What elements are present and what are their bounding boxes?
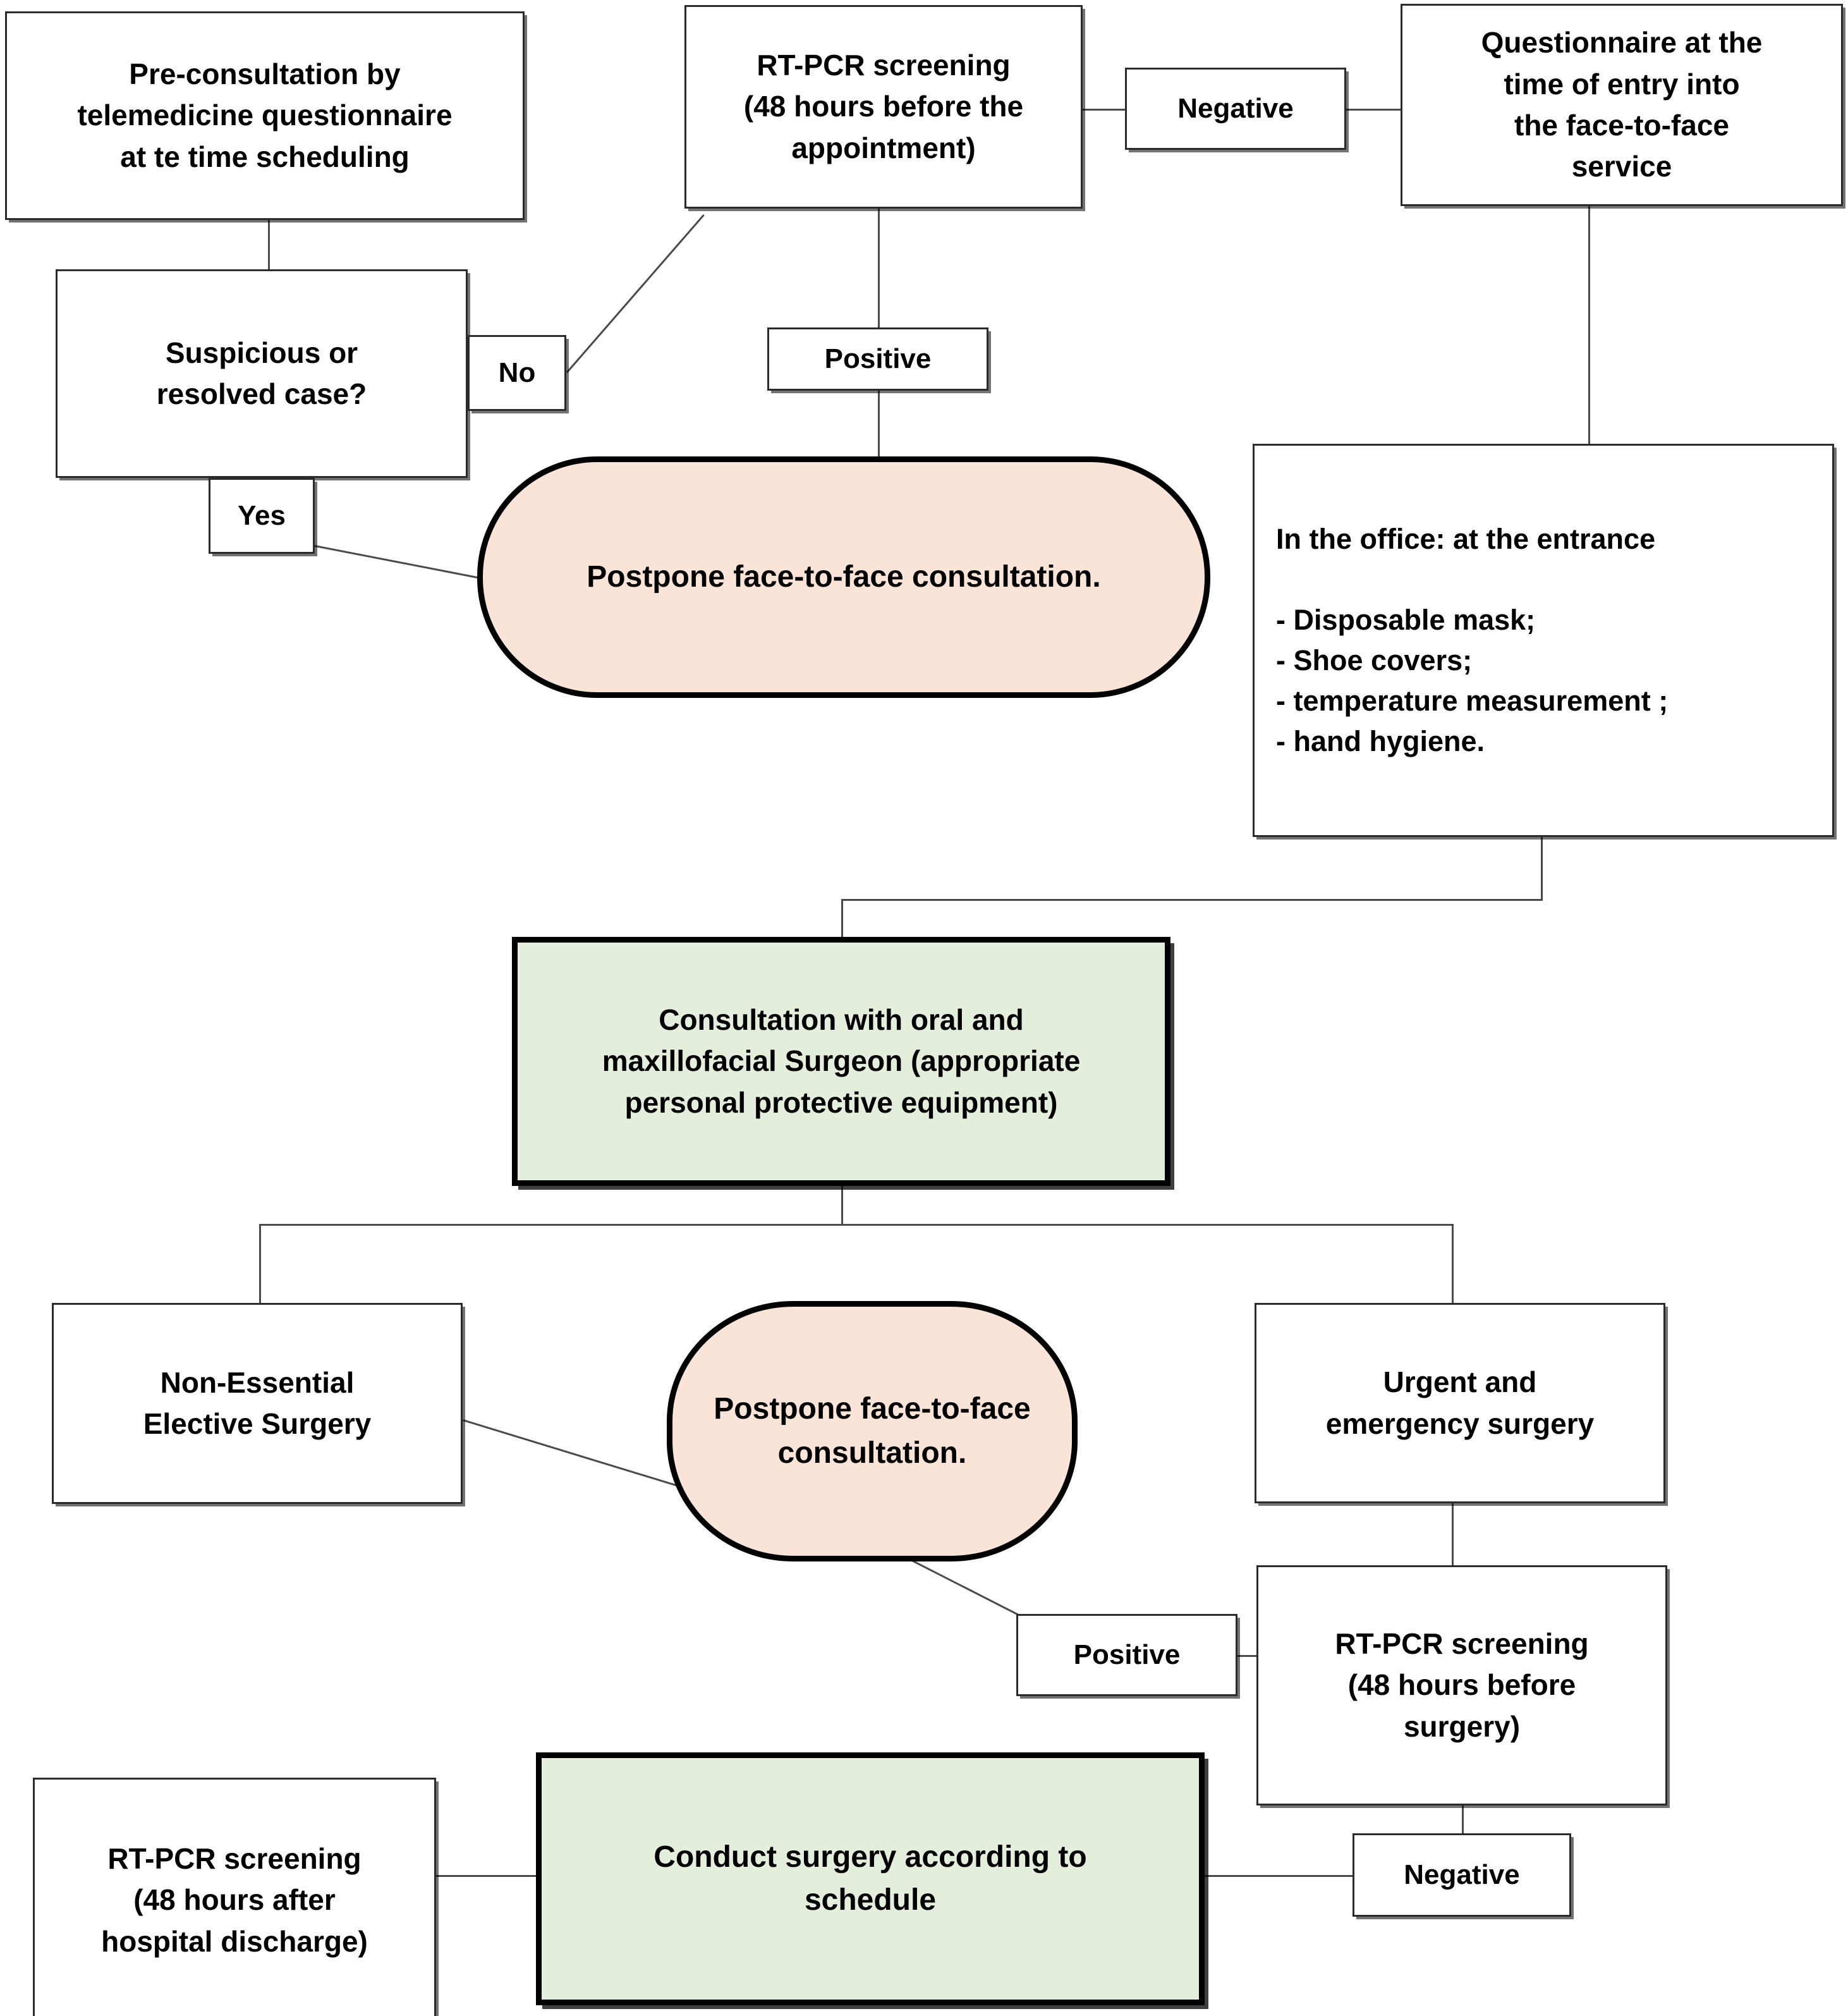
node-in-the-office-label: In the office: at the entrance - Disposa…: [1276, 523, 1669, 757]
node-rtpcr-before-surgery-label: RT-PCR screening (48 hours before surger…: [1335, 1627, 1589, 1743]
connector-positive-to-rtpcr-surgery: [1236, 1655, 1274, 1657]
edge-label-positive-bottom-text: Positive: [1073, 1639, 1181, 1670]
edge-label-no-text: No: [498, 357, 536, 388]
node-rtpcr-before-surgery[interactable]: RT-PCR screening (48 hours before surger…: [1256, 1565, 1667, 1805]
edge-label-negative-bottom-text: Negative: [1404, 1859, 1520, 1890]
connector-no-to-rtpcr: [566, 214, 705, 373]
edge-label-positive-top-text: Positive: [824, 343, 932, 374]
node-non-essential-surgery-label: Non-Essential Elective Surgery: [143, 1365, 372, 1440]
node-postpone-top[interactable]: Postpone face-to-face consultation.: [477, 456, 1210, 698]
edge-label-yes-text: Yes: [238, 500, 286, 531]
node-pre-consultation-label: Pre-consultation by telemedicine questio…: [77, 58, 453, 173]
node-consultation-surgeon-label: Consultation with oral and maxillofacial…: [602, 1003, 1081, 1119]
node-questionnaire-entry[interactable]: Questionnaire at the time of entry into …: [1401, 4, 1843, 206]
node-suspicious-case-label: Suspicious or resolved case?: [156, 336, 367, 410]
node-conduct-surgery[interactable]: Conduct surgery according to schedule: [536, 1752, 1205, 2005]
connector-questionnaire-to-office: [1588, 206, 1590, 444]
node-rtpcr-after-discharge[interactable]: RT-PCR screening (48 hours after hospita…: [33, 1778, 436, 2016]
connector-bar-to-urgent: [1452, 1224, 1454, 1303]
node-rtpcr-before-appointment[interactable]: RT-PCR screening (48 hours before the ap…: [684, 5, 1083, 209]
edge-label-yes[interactable]: Yes: [209, 478, 315, 554]
edge-label-negative-top-text: Negative: [1177, 93, 1294, 124]
connector-conduct-to-rtpcr-discharge: [436, 1875, 537, 1877]
node-postpone-bottom[interactable]: Postpone face-to-face consultation.: [667, 1301, 1078, 1561]
node-non-essential-surgery[interactable]: Non-Essential Elective Surgery: [52, 1303, 463, 1504]
node-rtpcr-after-discharge-label: RT-PCR screening (48 hours after hospita…: [101, 1842, 368, 1958]
connector-bar-to-nonessential: [259, 1224, 261, 1303]
connector-preconsult-to-suspicious: [268, 220, 270, 269]
node-suspicious-case[interactable]: Suspicious or resolved case?: [56, 269, 468, 478]
connector-office-left: [841, 899, 1543, 901]
edge-label-positive-top[interactable]: Positive: [767, 327, 988, 391]
connector-office-down: [1541, 836, 1543, 900]
node-urgent-surgery[interactable]: Urgent and emergency surgery: [1255, 1303, 1665, 1503]
connector-positive-to-postpone: [878, 391, 880, 460]
connector-office-to-consultation: [841, 899, 843, 937]
node-in-the-office[interactable]: In the office: at the entrance - Disposa…: [1253, 444, 1834, 837]
edge-label-negative-bottom[interactable]: Negative: [1353, 1833, 1571, 1917]
connector-urgent-to-rtpcr-surgery: [1452, 1503, 1454, 1565]
node-urgent-surgery-label: Urgent and emergency surgery: [1325, 1365, 1595, 1440]
connector-nonessential-to-postpone: [463, 1419, 681, 1488]
connector-consultation-down: [841, 1186, 843, 1225]
node-rtpcr-before-appointment-label: RT-PCR screening (48 hours before the ap…: [743, 49, 1024, 164]
connector-negative-to-conduct: [1204, 1875, 1356, 1877]
node-postpone-top-label: Postpone face-to-face consultation.: [587, 560, 1101, 594]
node-questionnaire-entry-label: Questionnaire at the time of entry into …: [1481, 26, 1763, 183]
node-pre-consultation[interactable]: Pre-consultation by telemedicine questio…: [5, 11, 525, 220]
connector-rtpcr-to-positive: [878, 209, 880, 329]
edge-label-positive-bottom[interactable]: Positive: [1016, 1614, 1237, 1696]
node-consultation-surgeon[interactable]: Consultation with oral and maxillofacial…: [512, 937, 1170, 1186]
node-postpone-bottom-label: Postpone face-to-face consultation.: [714, 1392, 1031, 1470]
connector-yes-to-postpone: [314, 545, 495, 582]
edge-label-no[interactable]: No: [468, 335, 566, 411]
connector-negative-to-questionnaire: [1345, 109, 1402, 111]
node-conduct-surgery-label: Conduct surgery according to schedule: [653, 1840, 1087, 1917]
connector-rtpcr-to-negative: [1081, 109, 1125, 111]
edge-label-negative-top[interactable]: Negative: [1125, 68, 1346, 150]
connector-distribution-bar: [259, 1224, 1454, 1226]
